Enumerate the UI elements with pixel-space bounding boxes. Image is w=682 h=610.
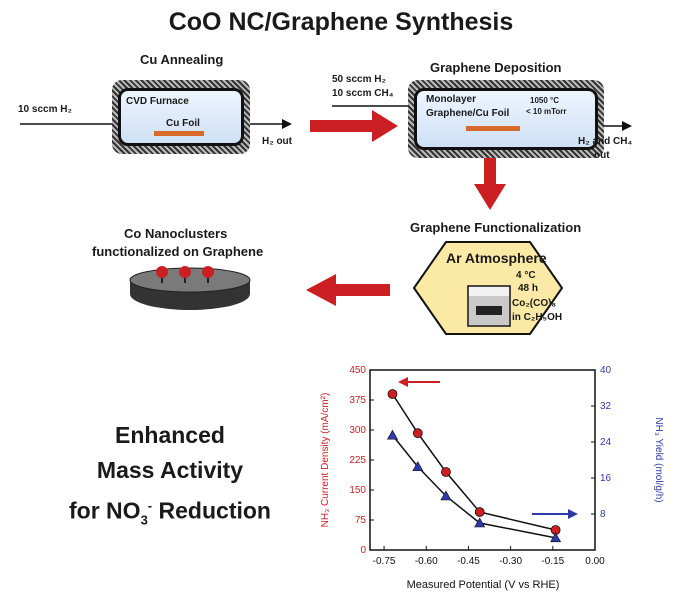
flow-out-label-2b: out	[594, 150, 610, 161]
x-tick-label: -0.15	[541, 556, 564, 567]
x-tick-label: -0.45	[457, 556, 480, 567]
furnace-tube-1	[118, 88, 244, 146]
summary-line-1: Enhanced	[115, 422, 225, 448]
flow-in-label-1: 10 sccm H₂	[18, 104, 72, 115]
data-point-left	[441, 467, 451, 477]
flow-out-label-2a: H₂ and CH₄	[578, 136, 633, 147]
monolayer-label: Monolayer	[426, 94, 477, 105]
x-tick-label: -0.75	[373, 556, 396, 567]
series-line-right	[391, 434, 556, 539]
data-point-right	[386, 429, 399, 440]
page-title: CoO NC/Graphene Synthesis	[168, 8, 514, 36]
co-nanoclusters-label: Co Nanoclusters	[124, 226, 228, 241]
y-left-tick-label: 225	[349, 455, 366, 466]
cu-annealing-label: Cu Annealing	[140, 52, 224, 67]
x-tick-label: -0.30	[499, 556, 522, 567]
graphene-disc-icon	[129, 266, 251, 310]
y-right-tick-label: 8	[600, 509, 606, 520]
down-arrow	[474, 150, 506, 210]
cu-foil	[154, 131, 204, 136]
data-point-left	[412, 428, 423, 439]
summary-line-3: for NO3- Reduction	[69, 497, 271, 528]
process-arrows	[20, 101, 632, 335]
func-temp-label: 4 °C	[516, 270, 536, 281]
data-point-right	[474, 517, 486, 528]
summary-line-2: Mass Activity	[96, 457, 244, 483]
y-right-tick-label: 32	[600, 401, 612, 412]
solvent-label: in C₂H₅OH	[512, 312, 563, 323]
cvd-furnace-2	[408, 80, 604, 158]
series-line-left	[391, 393, 556, 531]
flow-in-arrow-1	[20, 119, 124, 129]
data-point-right	[412, 461, 424, 472]
graphene-foil	[466, 126, 520, 131]
reagent-label: Co₂(CO)₈	[512, 298, 557, 309]
summary-text: Enhanced Mass Activity for NO3- Reductio…	[40, 418, 300, 537]
x-tick-label: 0.00	[585, 556, 605, 567]
flow-in-label-2a: 50 sccm H₂	[332, 74, 386, 85]
temperature-label: 1050 °C	[530, 96, 559, 105]
graphene-functionalization-label: Graphene Functionalization	[410, 220, 582, 235]
ar-atmosphere-label: Ar Atmosphere	[446, 250, 547, 266]
beaker-icon	[467, 285, 511, 327]
flow-out-arrow-2	[600, 121, 632, 131]
pressure-label: < 10 mTorr	[526, 107, 567, 116]
y-left-tick-label: 300	[349, 425, 366, 436]
graphene-deposition-label: Graphene Deposition	[430, 60, 562, 75]
y-left-tick-label: 75	[355, 515, 367, 526]
y-axis-left-label: NH₃ Current Density (mA/cm²)	[320, 393, 331, 528]
y-left-tick-label: 0	[360, 545, 366, 556]
left-arrow	[306, 274, 390, 306]
functionalized-label: functionalized on Graphene	[92, 244, 264, 259]
right-axis-indicator-head	[568, 509, 578, 519]
left-axis-indicator-head	[398, 377, 408, 387]
y-right-tick-label: 24	[600, 437, 612, 448]
data-point-right	[550, 532, 562, 543]
y-left-tick-label: 375	[349, 395, 366, 406]
y-left-tick-label: 150	[349, 485, 366, 496]
x-tick-label: -0.60	[415, 556, 438, 567]
y-left-tick-label: 450	[349, 365, 366, 376]
flow-out-label-1: H₂ out	[262, 136, 292, 147]
y-right-tick-label: 16	[600, 473, 612, 484]
data-point-left	[387, 389, 398, 399]
flow-in-label-2b: 10 sccm CH₄	[332, 88, 394, 99]
right-arrow	[310, 110, 398, 142]
cvd-furnace-label: CVD Furnace	[126, 96, 189, 107]
x-axis-label: Measured Potential (V vs RHE)	[407, 579, 560, 591]
cvd-furnace-1	[112, 80, 250, 154]
graphene-cu-foil-label: Graphene/Cu Foil	[426, 108, 510, 119]
furnace-tube-2	[414, 88, 598, 150]
y-axis-right-label: NH₃ Yield (mol/g/h)	[653, 417, 664, 502]
y-right-tick-label: 40	[600, 365, 612, 376]
flow-in-arrow-2	[332, 101, 420, 111]
nh3-chart: -0.75 -0.60 -0.45 -0.30 -0.15 0.00 0 75 150 225 30…	[320, 365, 664, 591]
data-point-right	[440, 490, 452, 501]
data-point-left	[474, 507, 485, 517]
func-time-label: 48 h	[518, 283, 539, 294]
cu-foil-label: Cu Foil	[166, 118, 200, 129]
